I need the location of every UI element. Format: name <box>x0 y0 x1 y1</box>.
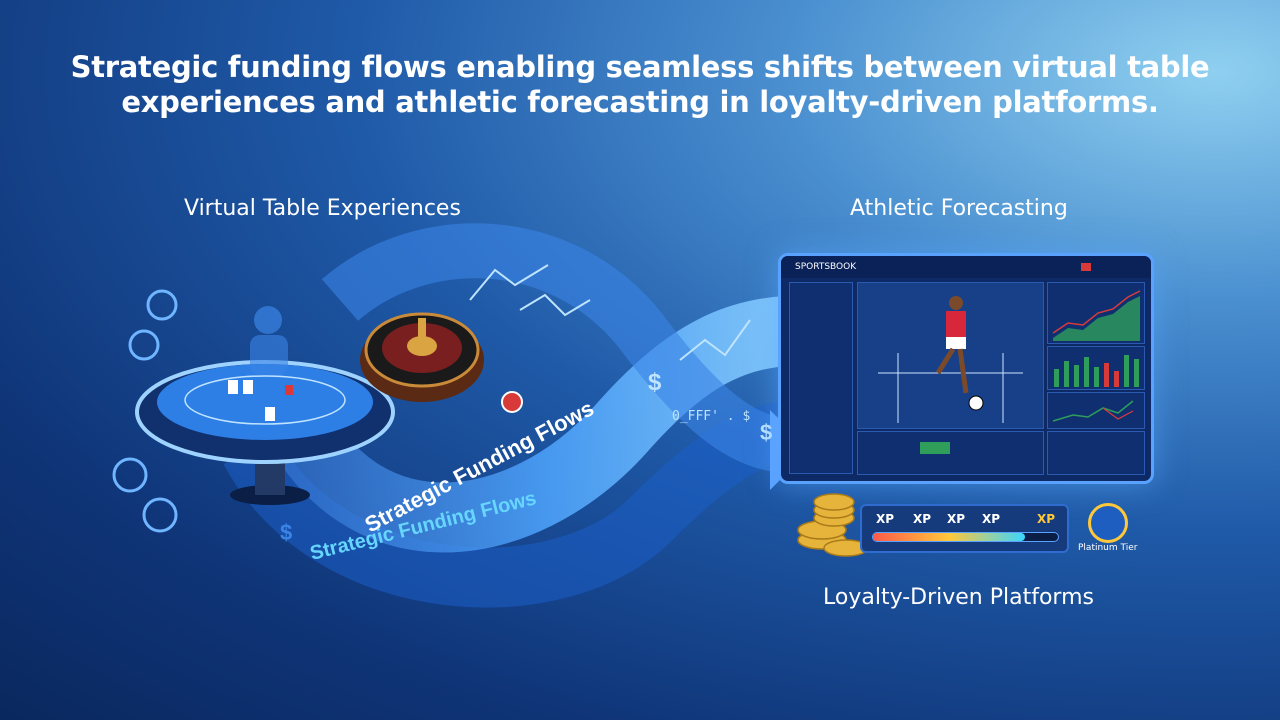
xp-progress-fill <box>873 533 1025 541</box>
odds-table <box>857 431 1044 475</box>
xp-progress-panel: XP XP XP XP XP <box>860 504 1069 553</box>
dashboard-header: SPORTSBOOK <box>781 256 1151 278</box>
headline-line-2: experiences and athletic forecasting in … <box>121 85 1159 119</box>
virtual-table-label: Virtual Table Experiences <box>184 196 461 221</box>
athletic-forecasting-label: Athletic Forecasting <box>850 196 1068 221</box>
xp-label-2: XP <box>913 512 932 526</box>
chart-panel-1 <box>1047 282 1145 344</box>
user-avatar-icon <box>1088 503 1128 543</box>
xp-label-4: XP <box>982 512 1001 526</box>
chart-panel-2 <box>1047 346 1145 390</box>
xp-progress-track <box>872 532 1059 542</box>
main-ribbon <box>258 295 811 553</box>
code-symbol: 0_FFF' . $ <box>672 409 750 424</box>
xp-label-3: XP <box>947 512 966 526</box>
xp-label-1: XP <box>876 512 895 526</box>
headline-line-1: Strategic funding flows enabling seamles… <box>70 50 1210 84</box>
sports-dashboard: SPORTSBOOK <box>778 253 1154 484</box>
dashboard-side-panel <box>789 282 853 474</box>
stats-table <box>1047 431 1145 475</box>
dashboard-video-panel <box>857 282 1044 429</box>
dollar-symbol-3: $ <box>760 420 772 445</box>
xp-label-5: XP <box>1037 512 1056 526</box>
loyalty-platforms-label: Loyalty-Driven Platforms <box>823 585 1094 610</box>
live-indicator <box>1081 263 1091 271</box>
tier-label: Platinum Tier <box>1078 543 1138 553</box>
highlighted-odds-cell <box>920 442 950 454</box>
upper-ribbon <box>321 223 785 473</box>
dashboard-brand: SPORTSBOOK <box>795 262 857 272</box>
soccer-player-icon <box>878 296 1023 423</box>
dollar-symbol-4: $ <box>280 520 292 545</box>
headline: Strategic funding flows enabling seamles… <box>0 50 1280 120</box>
dollar-symbol-1: $ <box>648 369 662 396</box>
chart-panel-3 <box>1047 392 1145 429</box>
